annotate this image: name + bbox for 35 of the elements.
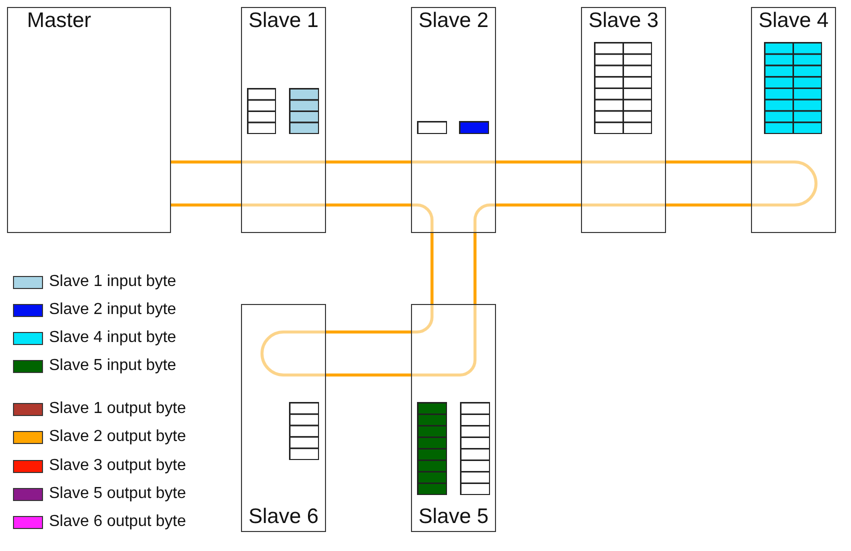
legend-label: Slave 1 input byte — [49, 272, 176, 291]
connection-line — [326, 204, 411, 206]
connection-line — [171, 204, 241, 206]
device-box — [411, 304, 496, 532]
connection-line — [666, 160, 751, 164]
legend-label: Slave 2 input byte — [49, 300, 176, 319]
device-box — [241, 304, 326, 532]
connection-line — [326, 374, 411, 376]
connection-line — [666, 204, 751, 206]
legend-label: Slave 1 output byte — [49, 399, 186, 418]
legend-label: Slave 3 output byte — [49, 456, 186, 475]
device-title: Slave 1 — [248, 9, 319, 33]
legend-label: Slave 5 output byte — [49, 484, 186, 503]
device-title: Slave 2 — [418, 9, 489, 33]
device-title: Master — [27, 9, 92, 33]
device-box — [411, 7, 496, 233]
device-title: Slave 4 — [758, 9, 829, 33]
legend-label: Slave 5 input byte — [49, 356, 176, 375]
legend-label: Slave 6 output byte — [49, 512, 186, 531]
device-box — [241, 7, 326, 233]
connection-line — [326, 160, 411, 164]
device-box — [7, 7, 171, 233]
device-title: Slave 5 — [418, 505, 489, 529]
legend-label: Slave 2 output byte — [49, 427, 186, 446]
connection-line — [430, 233, 434, 304]
legend-label: Slave 4 input byte — [49, 328, 176, 347]
device-box — [581, 7, 666, 233]
device-title: Slave 6 — [248, 505, 319, 529]
device-box — [751, 7, 836, 233]
connection-line — [496, 204, 581, 206]
connection-line — [496, 160, 581, 164]
connection-line — [171, 160, 241, 164]
connection-line — [474, 233, 476, 304]
device-title: Slave 3 — [588, 9, 659, 33]
connection-line — [326, 330, 411, 334]
